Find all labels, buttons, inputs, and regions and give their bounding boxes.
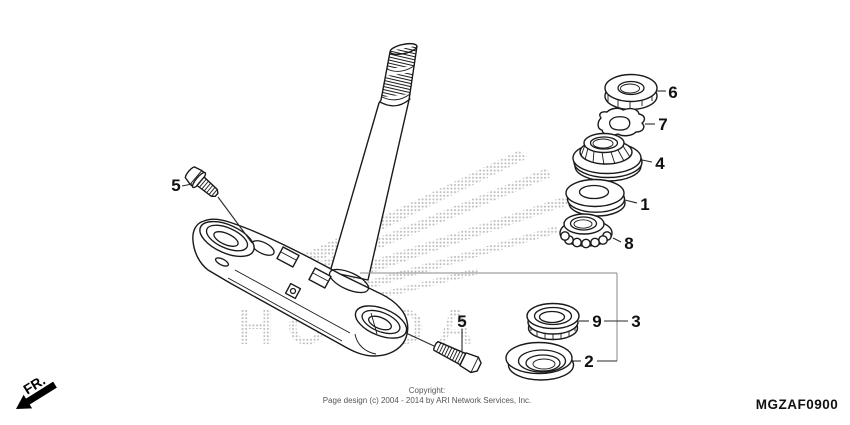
callout-6[interactable]: 6	[668, 83, 677, 102]
top-cone-race[interactable]	[572, 132, 643, 182]
steering-stem-nut[interactable]	[604, 73, 658, 111]
bearing-balls	[560, 231, 612, 249]
arrow-icon	[16, 381, 57, 409]
callout-9[interactable]: 9	[592, 312, 601, 331]
bolt-threads	[436, 342, 464, 364]
stem-thread-band-lower	[382, 72, 413, 97]
dust-seal-washer[interactable]	[565, 178, 626, 217]
copyright-line1: Copyright:	[409, 386, 445, 395]
pinch-bolt-upper[interactable]	[183, 164, 223, 202]
lock-washer[interactable]	[597, 107, 646, 137]
cone-ribs	[580, 144, 631, 166]
bottom-bridge[interactable]	[192, 214, 411, 357]
diagram-code: MGZAF0900	[756, 397, 839, 412]
callout-8[interactable]: 8	[624, 234, 633, 253]
callout-4[interactable]: 4	[655, 154, 665, 173]
fork-eye-right	[354, 305, 408, 355]
pinch-lug-right	[308, 267, 332, 289]
top-ball-bearing[interactable]	[559, 213, 613, 249]
pinch-bolt-lower[interactable]	[431, 338, 483, 375]
bottom-cone-race[interactable]	[526, 302, 580, 341]
front-direction-arrow: FR.	[16, 372, 57, 409]
callout-7[interactable]: 7	[658, 115, 667, 134]
callout-5-lower[interactable]: 5	[457, 312, 466, 331]
side-slot	[214, 257, 230, 267]
stem-boss	[328, 268, 370, 294]
steering-stem-tube[interactable]	[329, 42, 418, 281]
callout-1[interactable]: 1	[640, 195, 649, 214]
leader-lines	[181, 90, 666, 362]
callout-2[interactable]: 2	[584, 352, 593, 371]
pinch-lug-left	[276, 246, 300, 268]
lower-dust-seal[interactable]	[505, 341, 575, 381]
copyright-line2: Page design (c) 2004 - 2014 by ARI Netwo…	[323, 396, 532, 405]
front-bolt-boss	[284, 282, 302, 300]
bolt-threads	[199, 178, 218, 197]
fork-eye-left	[199, 220, 255, 258]
callout-5-upper[interactable]: 5	[171, 176, 180, 195]
stem-thread-band-upper	[387, 46, 416, 69]
callout-labels: 6 7 4 1 8 9 3 2 5 5	[171, 83, 677, 371]
callout-3[interactable]: 3	[631, 312, 640, 331]
